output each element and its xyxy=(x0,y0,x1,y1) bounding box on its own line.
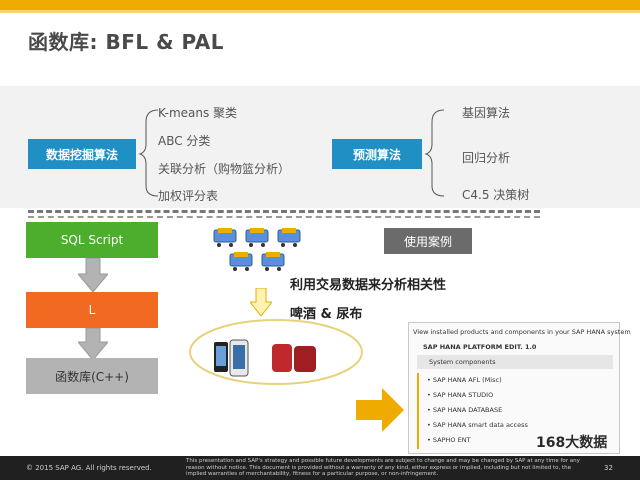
pal-item-genetic: 基因算法 xyxy=(462,106,511,120)
panel-platform: SAP HANA PLATFORM EDIT. 1.0 xyxy=(423,343,537,351)
product-ellipse xyxy=(189,319,363,385)
function-library-box: 函数库(C++) xyxy=(26,358,158,394)
case-icon xyxy=(272,344,316,372)
beer-diaper-caption: 啤酒 & 尿布 xyxy=(290,307,363,322)
footer-bar: © 2015 SAP AG. All rights reserved. This… xyxy=(0,456,640,480)
shopping-cart-icon xyxy=(213,228,301,271)
bfl-item-abc: ABC 分类 xyxy=(158,134,211,148)
top-accent-stripe xyxy=(0,10,640,13)
panel-row-sda: • SAP HANA smart data access xyxy=(427,421,528,429)
panel-header: View installed products and components i… xyxy=(413,328,631,336)
yellow-down-arrow-icon xyxy=(250,288,272,316)
bfl-item-association: 关联分析（购物篮分析） xyxy=(158,162,291,176)
pal-brace xyxy=(424,109,445,197)
sql-script-box: SQL Script xyxy=(26,222,158,258)
pal-item-c45: C4.5 决策树 xyxy=(462,188,530,202)
bfl-item-weighted: 加权评分表 xyxy=(158,189,219,203)
phone-icon xyxy=(214,339,249,377)
disclaimer-text: This presentation and SAP's strategy and… xyxy=(186,458,580,477)
watermark-text: 168大数据 xyxy=(536,435,608,451)
l-box: L xyxy=(26,292,158,328)
top-accent-bar xyxy=(0,0,640,10)
panel-row-sapho: • SAPHO ENT xyxy=(427,436,471,444)
right-arrow-icon xyxy=(356,388,404,432)
panel-row-database: • SAP HANA DATABASE xyxy=(427,406,503,414)
down-arrow-icon xyxy=(78,258,108,292)
prediction-label: 预测算法 xyxy=(332,139,422,169)
panel-row-studio: • SAP HANA STUDIO xyxy=(427,391,494,399)
bfl-brace xyxy=(138,109,159,197)
panel-section: System components xyxy=(429,358,496,366)
pal-item-regression: 回归分析 xyxy=(462,151,511,165)
copyright-text: © 2015 SAP AG. All rights reserved. xyxy=(26,464,152,472)
bfl-item-kmeans: K-means 聚类 xyxy=(158,106,238,120)
page-title: 函数库: BFL & PAL xyxy=(28,30,225,54)
divider-line xyxy=(28,210,540,213)
data-mining-label: 数据挖掘算法 xyxy=(28,139,136,169)
panel-row-afl: • SAP HANA AFL (Misc) xyxy=(427,376,502,384)
analysis-caption: 利用交易数据来分析相关性 xyxy=(290,278,447,293)
hana-products-panel: View installed products and components i… xyxy=(408,322,631,454)
down-arrow-icon-2 xyxy=(78,328,108,360)
divider-line-secondary xyxy=(28,216,540,218)
usage-case-button[interactable]: 使用案例 xyxy=(384,228,472,254)
page-number: 32 xyxy=(604,464,613,472)
